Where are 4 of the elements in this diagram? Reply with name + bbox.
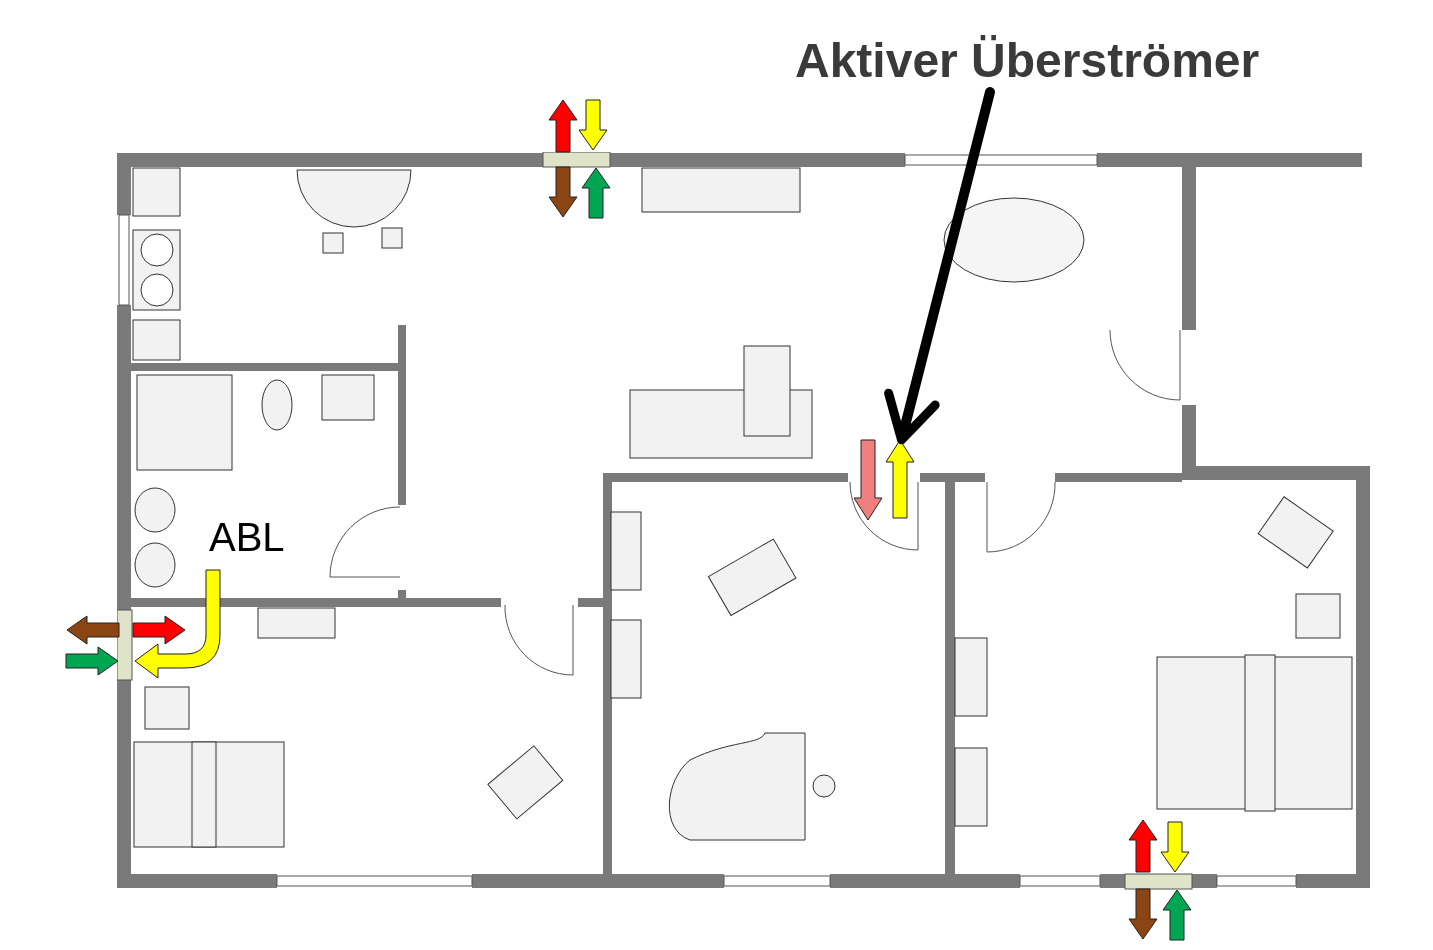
airflow-arrows: [853, 439, 915, 521]
callout-text: Aktiver Überströmer: [795, 32, 1260, 90]
leader-arrow: [884, 87, 995, 445]
room-label: ABL: [209, 514, 285, 560]
